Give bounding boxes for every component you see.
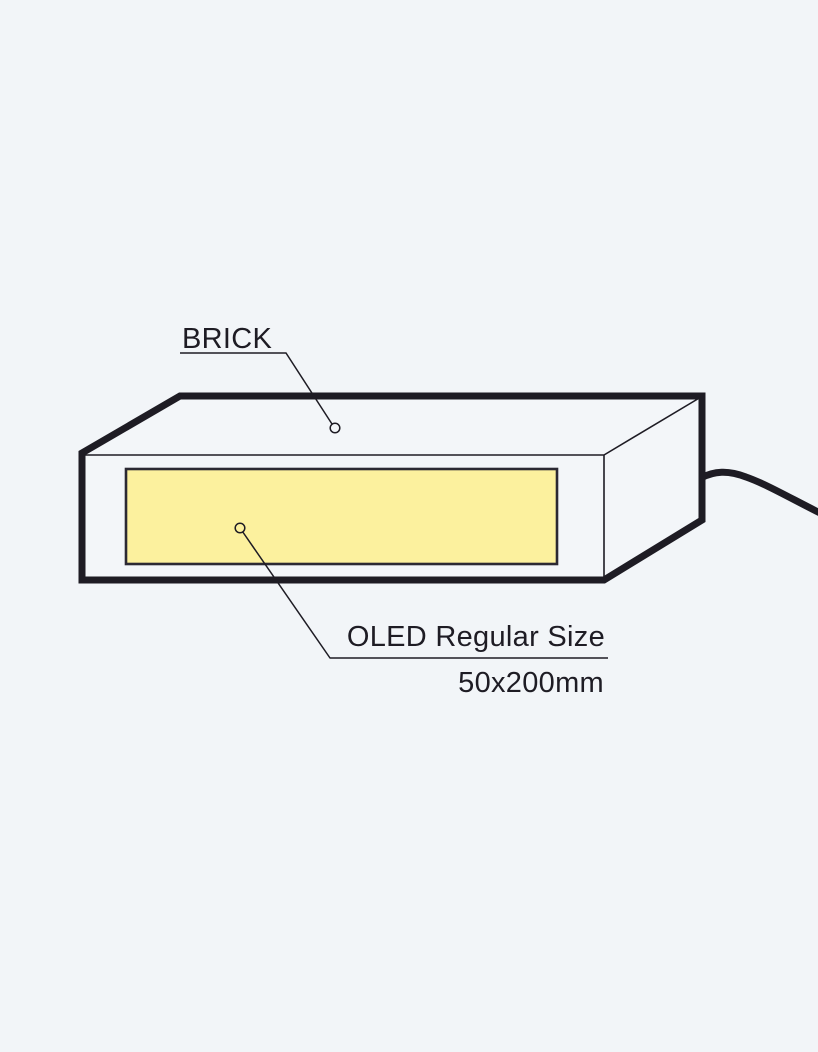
brick-leader-dot xyxy=(329,422,341,434)
brick-label: BRICK xyxy=(182,323,272,355)
oled-leader-line xyxy=(242,531,608,659)
brick-callout: BRICK xyxy=(180,323,341,434)
brick-leader-line xyxy=(180,352,333,425)
oled-label-size-name: OLED Regular Size xyxy=(347,621,605,653)
power-cable xyxy=(697,468,818,516)
oled-leader-dot xyxy=(234,522,246,534)
oled-label-dimensions: 50x200mm xyxy=(458,667,604,699)
oled-panel xyxy=(124,467,559,566)
brick-face-edges xyxy=(82,396,702,578)
oled-callout: OLED Regular Size 50x200mm xyxy=(234,522,608,699)
